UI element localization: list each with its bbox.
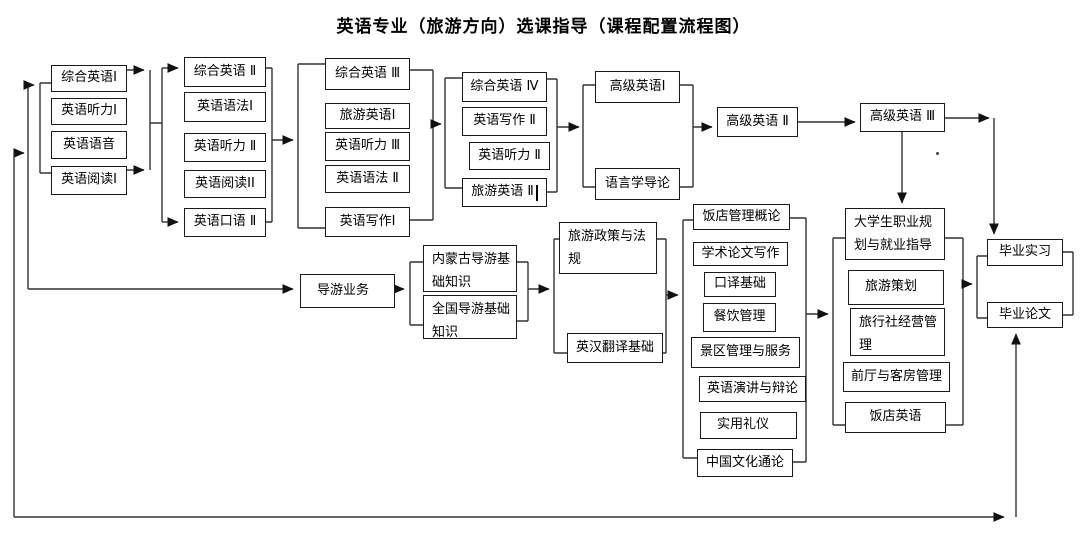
course-box-ly1: 旅游英语Ⅰ <box>325 103 410 129</box>
course-box-bysx: 毕业实习 <box>987 239 1063 266</box>
course-label: 旅游英语 Ⅱ <box>471 184 534 200</box>
course-box-yy: 英语语音 <box>51 131 127 159</box>
course-box-syly: 实用礼仪 <box>700 412 797 439</box>
course-box-fdyy: 饭店英语 <box>845 402 946 433</box>
course-box-yd1: 英语阅读Ⅰ <box>51 166 127 195</box>
course-box-dxs: 大学生职业规划与就业指导 <box>845 208 945 260</box>
course-box-qg: 全国导游基础知识 <box>423 295 517 340</box>
course-box-fdgl: 饭店管理概论 <box>693 204 790 230</box>
course-box-qt: 前厅与客房管理 <box>843 362 950 392</box>
course-box-tl1: 英语听力Ⅰ <box>51 98 127 125</box>
course-box-zh2: 综合英语 Ⅱ <box>184 57 266 87</box>
course-box-tl4: 英语听力 Ⅱ <box>469 142 550 170</box>
course-box-yd2: 英语阅读ⅠⅠ <box>184 170 266 198</box>
course-box-yf1: 英语语法Ⅰ <box>184 92 266 122</box>
course-box-zh4: 综合英语 Ⅳ <box>462 72 547 102</box>
course-box-jqgl: 景区管理与服务 <box>691 337 800 368</box>
course-box-lych: 旅游策划 <box>848 270 944 305</box>
course-box-zh1: 综合英语Ⅰ <box>51 65 127 92</box>
course-box-nmg: 内蒙古导游基础知识 <box>423 245 517 292</box>
course-box-tl2: 英语听力 Ⅱ <box>184 133 266 162</box>
course-box-yyx: 语言学导论 <box>595 168 680 200</box>
course-box-yhfy: 英汉翻译基础 <box>567 333 663 363</box>
course-box-cygl: 餐饮管理 <box>703 303 776 332</box>
course-box-gj2: 高级英语 Ⅱ <box>717 107 798 137</box>
course-box-zgwh: 中国文化通论 <box>697 449 793 477</box>
course-box-dy: 导游业务 <box>300 274 395 308</box>
course-box-xz1: 英语写作Ⅰ <box>325 207 410 237</box>
text-cursor-artifact <box>535 184 538 201</box>
course-box-xz2: 英语写作 Ⅱ <box>462 107 547 136</box>
course-box-yjyb: 英语演讲与辩论 <box>699 376 806 402</box>
course-box-ky2: 英语口语 Ⅱ <box>184 208 266 237</box>
course-box-yf2: 英语语法 Ⅱ <box>325 165 410 193</box>
course-box-tl3: 英语听力 Ⅲ <box>325 132 410 161</box>
course-box-gj1: 高级英语Ⅰ <box>595 71 680 103</box>
course-box-gj3: 高级英语 Ⅲ <box>860 103 945 132</box>
course-box-bylw: 毕业论文 <box>987 302 1063 328</box>
course-box-zh3: 综合英语 Ⅲ <box>325 58 410 90</box>
course-box-xslw: 学术论文写作 <box>693 242 788 266</box>
course-box-lxs: 旅行社经营管理 <box>850 308 945 356</box>
course-box-ly2: 旅游英语 Ⅱ <box>462 178 547 207</box>
diagram-title: 英语专业（旅游方向）选课指导（课程配置流程图） <box>336 17 751 37</box>
course-box-kyjc: 口译基础 <box>704 272 776 297</box>
stray-dot <box>936 152 939 155</box>
course-box-zcfg: 旅游政策与法规 <box>559 222 657 274</box>
